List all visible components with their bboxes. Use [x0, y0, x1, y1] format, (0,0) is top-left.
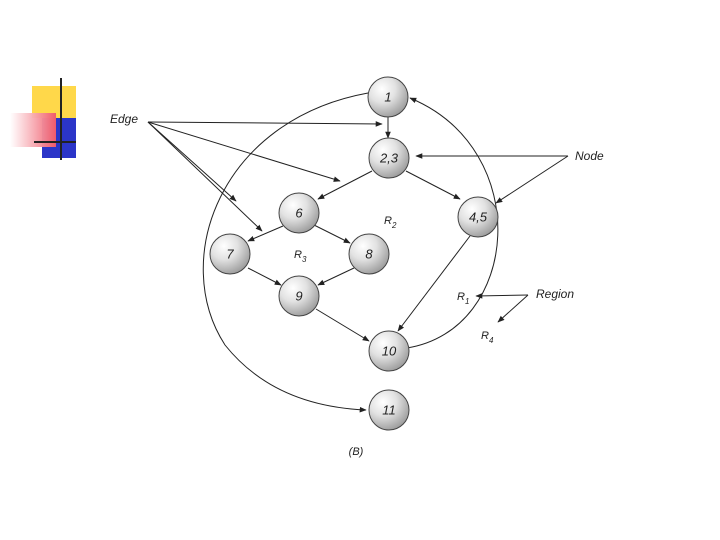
edge-8-to-9 — [317, 267, 355, 286]
node-9: 9 — [278, 275, 320, 317]
edge-10-to-1 — [406, 97, 499, 349]
edge-23-to-45 — [405, 170, 461, 200]
edge-9-to-10 — [315, 308, 370, 342]
node-annotation: Node — [575, 149, 604, 163]
node-2-3-label: 2,3 — [379, 151, 399, 166]
node-8-label: 8 — [365, 247, 373, 262]
node-1: 1 — [367, 76, 409, 118]
annotation-pointers — [147, 121, 569, 323]
edge-6-to-8 — [313, 224, 351, 244]
deco-yellow-square — [32, 86, 76, 118]
edge-annotation: Edge — [110, 112, 138, 126]
edge-45-to-10 — [397, 235, 471, 332]
node-6: 6 — [278, 192, 320, 234]
node-9-label: 9 — [295, 289, 302, 304]
edge-6-to-7 — [247, 225, 284, 242]
region-r2-label: R2 — [384, 215, 397, 230]
edge-1-to-11 — [202, 92, 369, 413]
node-4-5: 4,5 — [457, 196, 499, 238]
edge-pointer-2 — [147, 121, 341, 182]
region-r1-label: R1 — [457, 291, 469, 306]
node-pointer-2 — [495, 155, 569, 204]
region-annotation: Region — [536, 287, 574, 301]
node-4-5-label: 4,5 — [469, 210, 488, 225]
node-10: 10 — [368, 330, 410, 372]
edge-23-to-6 — [317, 170, 373, 200]
node-2-3: 2,3 — [368, 137, 410, 179]
region-r3-label: R3 — [294, 249, 307, 264]
figure-caption: (B) — [349, 446, 364, 458]
region-pointer-1 — [475, 293, 529, 299]
node-11: 11 — [368, 389, 410, 431]
edge-pointer-4 — [147, 121, 237, 202]
graph-edges — [202, 92, 499, 413]
graph-nodes: 1 2,3 6 4,5 7 8 9 10 — [209, 76, 499, 431]
node-10-label: 10 — [382, 344, 397, 359]
region-labels: R2 R3 R1 R4 — [294, 215, 494, 345]
node-7-label: 7 — [226, 247, 234, 262]
node-11-label: 11 — [382, 403, 396, 418]
edge-7-to-9 — [247, 267, 282, 286]
node-8: 8 — [348, 233, 390, 275]
edge-pointer-1 — [147, 121, 383, 127]
node-7: 7 — [209, 233, 251, 275]
region-pointer-2 — [497, 294, 529, 323]
region-r4-label: R4 — [481, 330, 494, 345]
edge-pointer-3 — [147, 121, 263, 232]
corner-decoration — [10, 78, 76, 160]
node-6-label: 6 — [295, 206, 303, 221]
node-1-label: 1 — [384, 90, 391, 105]
